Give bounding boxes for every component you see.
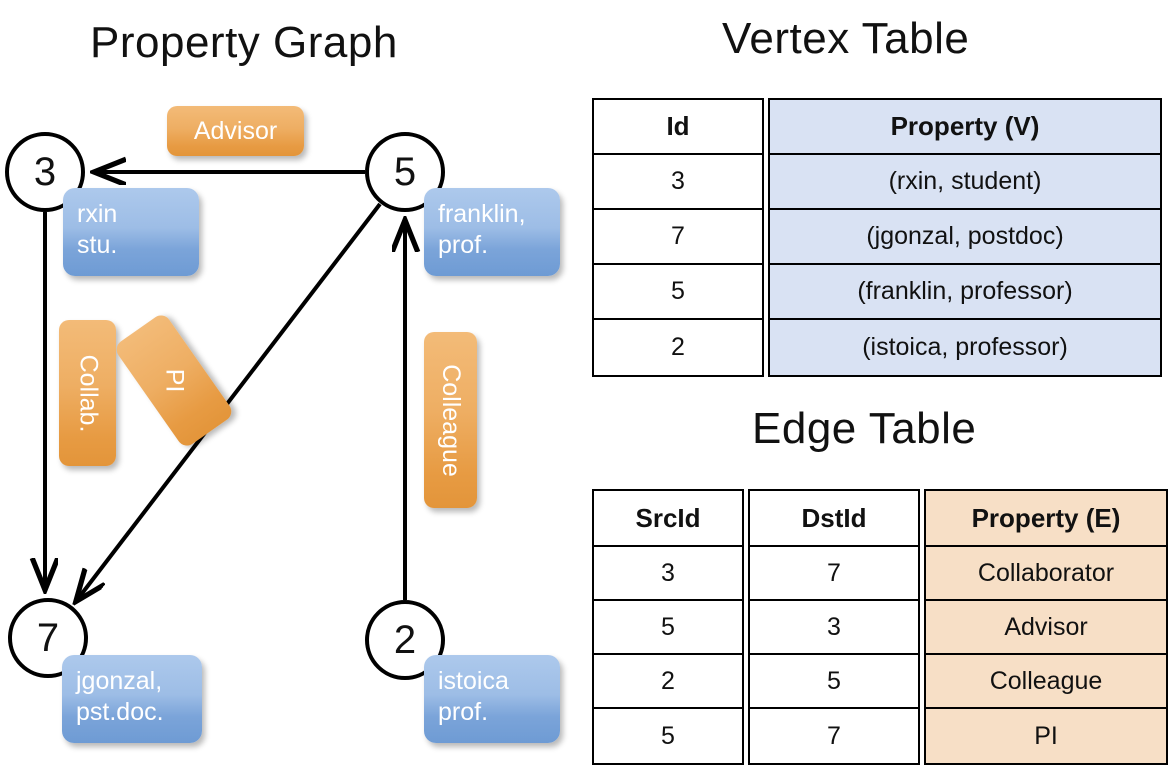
edge-label-collab: Collab. (59, 320, 116, 466)
table-row: 2 (594, 655, 742, 709)
node-property-box-5: franklin, prof. (424, 188, 560, 276)
table-row: 7 (594, 210, 762, 265)
table-row: 5 (661, 721, 675, 750)
node-property-line: prof. (438, 697, 489, 726)
column-header-property-v: Property (V) (770, 100, 1160, 155)
table-row: Collaborator (926, 547, 1166, 601)
node-property-line: rxin (77, 200, 118, 228)
table-row: (rxin, student) (770, 155, 1160, 210)
edge-table-dstid-column: DstId 7 3 5 7 (748, 489, 920, 765)
node-property-box-7: jgonzal, pst.doc. (62, 655, 202, 743)
edge-table-srcid-column: SrcId 3 5 2 5 (592, 489, 744, 765)
table-row: Colleague (926, 655, 1166, 709)
node-property-line: prof. (438, 230, 489, 259)
table-row: 3 (750, 601, 918, 655)
edge-5-to-7 (77, 202, 382, 600)
table-row: (jgonzal, postdoc) (770, 210, 1160, 265)
edge-label-text: Collab. (74, 354, 103, 432)
table-row: 2 (671, 333, 685, 361)
table-row: (franklin, professor) (770, 265, 1160, 320)
graph-node-5[interactable]: 5 (365, 132, 445, 212)
graph-edges-svg (0, 0, 590, 760)
property-graph-diagram: 3 5 7 2 rxin stu. franklin, prof. jgonza… (0, 0, 590, 760)
edge-label-colleague: Colleague (424, 332, 477, 508)
graph-node-2[interactable]: 2 (365, 600, 445, 680)
table-row: 5 (750, 655, 918, 709)
property-graph-title: Property Graph (90, 18, 398, 67)
table-row: PI (1034, 721, 1058, 750)
edge-table: SrcId 3 5 2 5 DstId 7 3 5 7 Property (E)… (592, 489, 1168, 765)
node-property-line: stu. (77, 230, 118, 259)
node-property-box-2: istoica prof. (424, 655, 560, 743)
edge-label-advisor: Advisor (167, 106, 304, 156)
node-property-box-3: rxin stu. (63, 188, 199, 276)
table-row: 3 (594, 547, 742, 601)
vertex-table-id-column: Id 3 7 5 2 (592, 98, 764, 377)
column-header-dstid: DstId (750, 491, 918, 547)
edge-label-text: PI (160, 368, 189, 393)
node-property-line: istoica (438, 667, 509, 695)
edge-label-text: Colleague (437, 363, 465, 477)
column-header-id: Id (594, 100, 762, 155)
node-property-line: pst.doc. (76, 697, 164, 726)
node-property-line: jgonzal, (76, 667, 163, 695)
vertex-table-property-column: Property (V) (rxin, student) (jgonzal, p… (768, 98, 1162, 377)
table-row: 7 (750, 547, 918, 601)
vertex-table-title: Vertex Table (722, 14, 970, 63)
table-row: 3 (594, 155, 762, 210)
table-row: (istoica, professor) (862, 333, 1068, 361)
table-row: Advisor (926, 601, 1166, 655)
column-header-srcid: SrcId (594, 491, 742, 547)
table-row: 5 (594, 265, 762, 320)
vertex-table: Id 3 7 5 2 Property (V) (rxin, student) … (592, 98, 1162, 377)
node-property-line: franklin, (438, 200, 526, 228)
edge-label-text: Advisor (193, 116, 278, 145)
column-header-property-e: Property (E) (926, 491, 1166, 547)
edge-table-title: Edge Table (752, 404, 977, 453)
table-row: 5 (594, 601, 742, 655)
table-row: 7 (827, 721, 841, 750)
edge-table-property-column: Property (E) Collaborator Advisor Collea… (924, 489, 1168, 765)
